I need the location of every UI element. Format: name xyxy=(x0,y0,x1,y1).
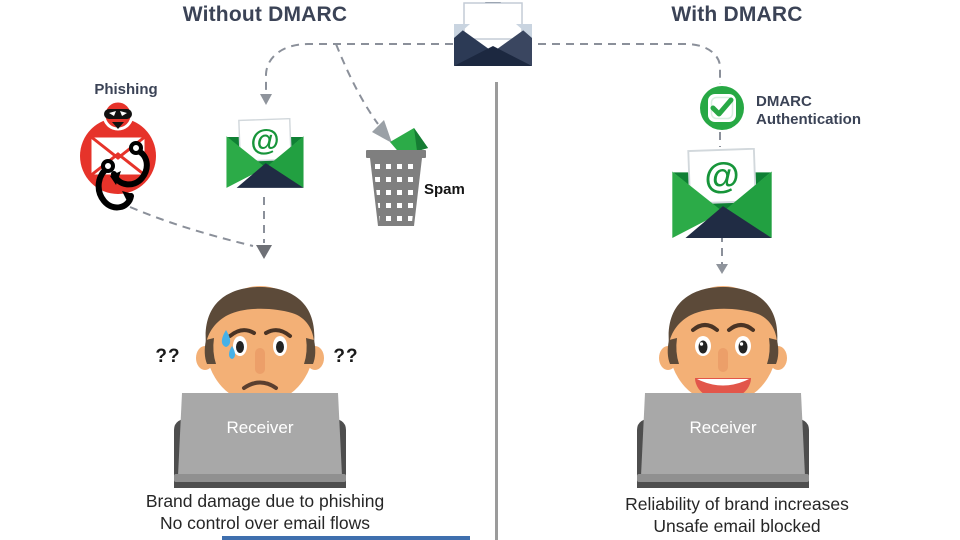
spam-bin-icon xyxy=(366,128,428,226)
arrowhead-receiver-right xyxy=(716,264,728,274)
left-caption-line1: Brand damage due to phishing xyxy=(145,491,385,511)
divider-line xyxy=(495,82,498,540)
laptop-label-left: Receiver xyxy=(226,418,294,437)
left-caption: Brand damage due to phishing No control … xyxy=(95,490,435,535)
right-caption-line1: Reliability of brand increases xyxy=(625,494,849,514)
dmarc-auth-label: DMARC Authentication xyxy=(756,93,861,130)
left-title: Without DMARC xyxy=(182,3,348,26)
dmarc-auth-line1: DMARC xyxy=(756,93,812,110)
right-title: With DMARC xyxy=(671,3,803,26)
connector-branch-to-spam xyxy=(335,43,379,125)
receiver-happy-illustration xyxy=(637,286,809,488)
at-glyph-right: @ xyxy=(704,155,740,196)
spam-label: Spam xyxy=(424,181,465,198)
question-marks-right: ?? xyxy=(333,346,359,367)
dmarc-check-icon xyxy=(700,86,744,130)
arrowhead-receiver-left xyxy=(256,245,272,259)
bottom-blue-line xyxy=(222,536,470,540)
receiver-sad-illustration xyxy=(174,286,346,488)
arrowhead-spam xyxy=(372,120,392,143)
at-glyph-left: @ xyxy=(250,124,280,157)
arrowhead-left-email xyxy=(260,94,272,105)
connector-phishing-to-receiver xyxy=(129,206,254,247)
left-caption-line2: No control over email flows xyxy=(159,513,371,534)
connector-center-to-left-email xyxy=(265,43,453,92)
laptop-label-right: Receiver xyxy=(689,418,757,437)
phishing-icon xyxy=(80,102,156,211)
connector-center-to-dmarc xyxy=(538,43,721,84)
question-marks-left: ?? xyxy=(155,346,181,367)
phishing-label: Phishing xyxy=(94,81,158,98)
center-envelope-icon xyxy=(454,2,532,66)
right-caption: Reliability of brand increases Unsafe em… xyxy=(567,493,907,538)
dmarc-auth-line2: Authentication xyxy=(756,111,861,129)
right-caption-line2: Unsafe email blocked xyxy=(653,516,821,537)
